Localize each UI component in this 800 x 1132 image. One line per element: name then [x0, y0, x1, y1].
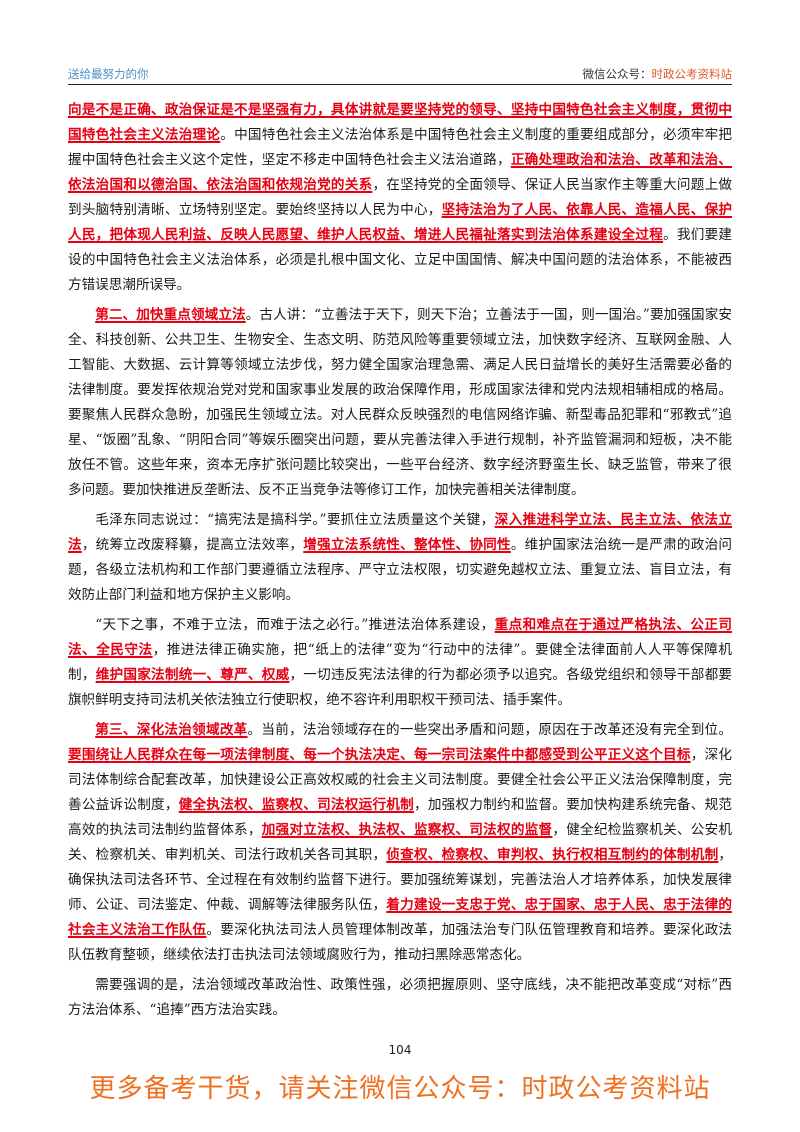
highlighted-text: 增强立法系统性、整体性、协同性: [303, 537, 511, 553]
highlighted-text: 侦查权、检察权、审判权、执行权相互制约的体制机制: [386, 847, 719, 863]
header-wechat-prefix: 微信公众号：: [582, 67, 652, 81]
header-wechat: 微信公众号：时政公考资料站: [583, 66, 733, 82]
highlighted-text: 第三、深化法治领域改革: [95, 722, 248, 738]
body-text: 。要深化执法司法人员管理体制改革，加强法治专门队伍管理教育和培养。要深化政法队伍…: [68, 922, 733, 963]
paragraph-3: 毛泽东同志说过：“搞宪法是搞科学。”要抓住立法质量这个关键，深入推进科学立法、民…: [68, 508, 732, 608]
body-text: 。中国特色社会主义法治体系是中国特色社会主义制度的重要组成部分，必须牢牢把握中国…: [68, 127, 733, 168]
highlighted-text: 着力建设一支忠于党、忠于国家、忠于人民、忠于法律的社会主义法治工作队伍: [68, 897, 733, 938]
body-text: 。我们要建设的中国特色社会主义法治体系，必须是扎根中国文化、立足中国国情、解决中…: [68, 227, 733, 293]
highlighted-text: 正确处理政治和法治、改革和法治、依法治国和以德治国、依法治国和依规治党的关系: [68, 152, 732, 193]
body-text: ，加强权力制约和监督。要加快构建系统完备、规范高效的执法司法制约监督体系，: [68, 797, 733, 838]
highlighted-text: 重点和难点在于通过严格执法、公正司法、全民守法: [68, 617, 732, 658]
body-text: ，一切违反宪法法律的行为都必须予以追究。各级党组织和领导干部都要旗帜鲜明支持司法…: [68, 667, 733, 708]
header-wechat-account: 时政公考资料站: [651, 67, 733, 81]
highlighted-text: 深入推进科学立法、民主立法、依法立法: [68, 512, 732, 553]
body-text: “天下之事，不难于立法，而难于法之必行。”推进法治体系建设，: [95, 617, 495, 633]
page-number: 104: [388, 1043, 412, 1057]
paragraph-6: 需要强调的是，法治领域改革政治性、政策性强，必须把握原则、坚守底线，决不能把改革…: [68, 973, 732, 1023]
page-header: 送给最努力的你 微信公众号：时政公考资料站: [68, 62, 732, 85]
body-text: 毛泽东同志说过：“搞宪法是搞科学。”要抓住立法质量这个关键，: [95, 512, 495, 528]
highlighted-text: 坚持法治为了人民、依靠人民、造福人民、保护人民，把体现人民利益、反映人民愿望、维…: [68, 202, 733, 243]
body-text: ，统筹立改废释纂，提高立法效率，: [81, 537, 304, 553]
paragraph-2: 第二、加快重点领域立法。古人讲：“立善法于天下，则天下治；立善法于一国，则一国治…: [68, 303, 732, 503]
body-text: 。维护国家法治统一是严肃的政治问题，各级立法机构和工作部门要遵循立法程序、严守立…: [68, 537, 733, 603]
highlighted-text: 健全执法权、监察权、司法权运行机制: [178, 797, 414, 813]
body-text: ，确保执法司法各环节、全过程在有效制约监督下进行。要加强统筹谋划，完善法治人才培…: [68, 847, 733, 913]
paragraph-4: “天下之事，不难于立法，而难于法之必行。”推进法治体系建设，重点和难点在于通过严…: [68, 613, 732, 713]
body-text: ，在坚持党的全面领导、保证人民当家作主等重大问题上做到头脑特别清晰、立场特别坚定…: [68, 177, 733, 218]
body-text: ，健全纪检监察机关、公安机关、检察机关、审判机关、司法行政机关各司其职，: [68, 822, 733, 863]
body-text: 。古人讲：“立善法于天下，则天下治；立善法于一国，则一国治。”要加强国家安全、科…: [68, 307, 732, 498]
body-text: 。当前，法治领域存在的一些突出矛盾和问题，原因在于改革还没有完全到位。: [247, 722, 732, 738]
body-text: ，推进法律正确实施，把“纸上的法律”变为“行动中的法律”。要健全法律面前人人平等…: [68, 642, 733, 683]
highlighted-text: 加强对立法权、执法权、监察权、司法权的监督: [261, 822, 553, 838]
header-slogan: 送给最努力的你: [68, 67, 149, 81]
paragraph-5: 第三、深化法治领域改革。当前，法治领域存在的一些突出矛盾和问题，原因在于改革还没…: [68, 718, 732, 968]
highlighted-text: 第二、加快重点领域立法: [95, 307, 246, 323]
highlighted-text: 要围绕让人民群众在每一项法律制度、每一个执法决定、每一宗司法案件中都感受到公平正…: [68, 747, 691, 763]
body-text: ，深化司法体制综合配套改革，加快建设公正高效权威的社会主义司法制度。要健全社会公…: [68, 747, 733, 813]
highlighted-text: 向是不是正确、政治保证是不是坚强有力，具体讲就是要坚持党的领导、坚持中国特色社会…: [68, 102, 732, 143]
highlighted-text: 维护国家法制统一、尊严、权威: [95, 667, 290, 683]
body-text: 需要强调的是，法治领域改革政治性、政策性强，必须把握原则、坚守底线，决不能把改革…: [68, 977, 732, 1018]
paragraph-1: 向是不是正确、政治保证是不是坚强有力，具体讲就是要坚持党的领导、坚持中国特色社会…: [68, 98, 732, 298]
article-body: 向是不是正确、政治保证是不是坚强有力，具体讲就是要坚持党的领导、坚持中国特色社会…: [68, 98, 732, 1023]
footer-banner: 更多备考干货，请关注微信公众号：时政公考资料站: [89, 1074, 711, 1104]
